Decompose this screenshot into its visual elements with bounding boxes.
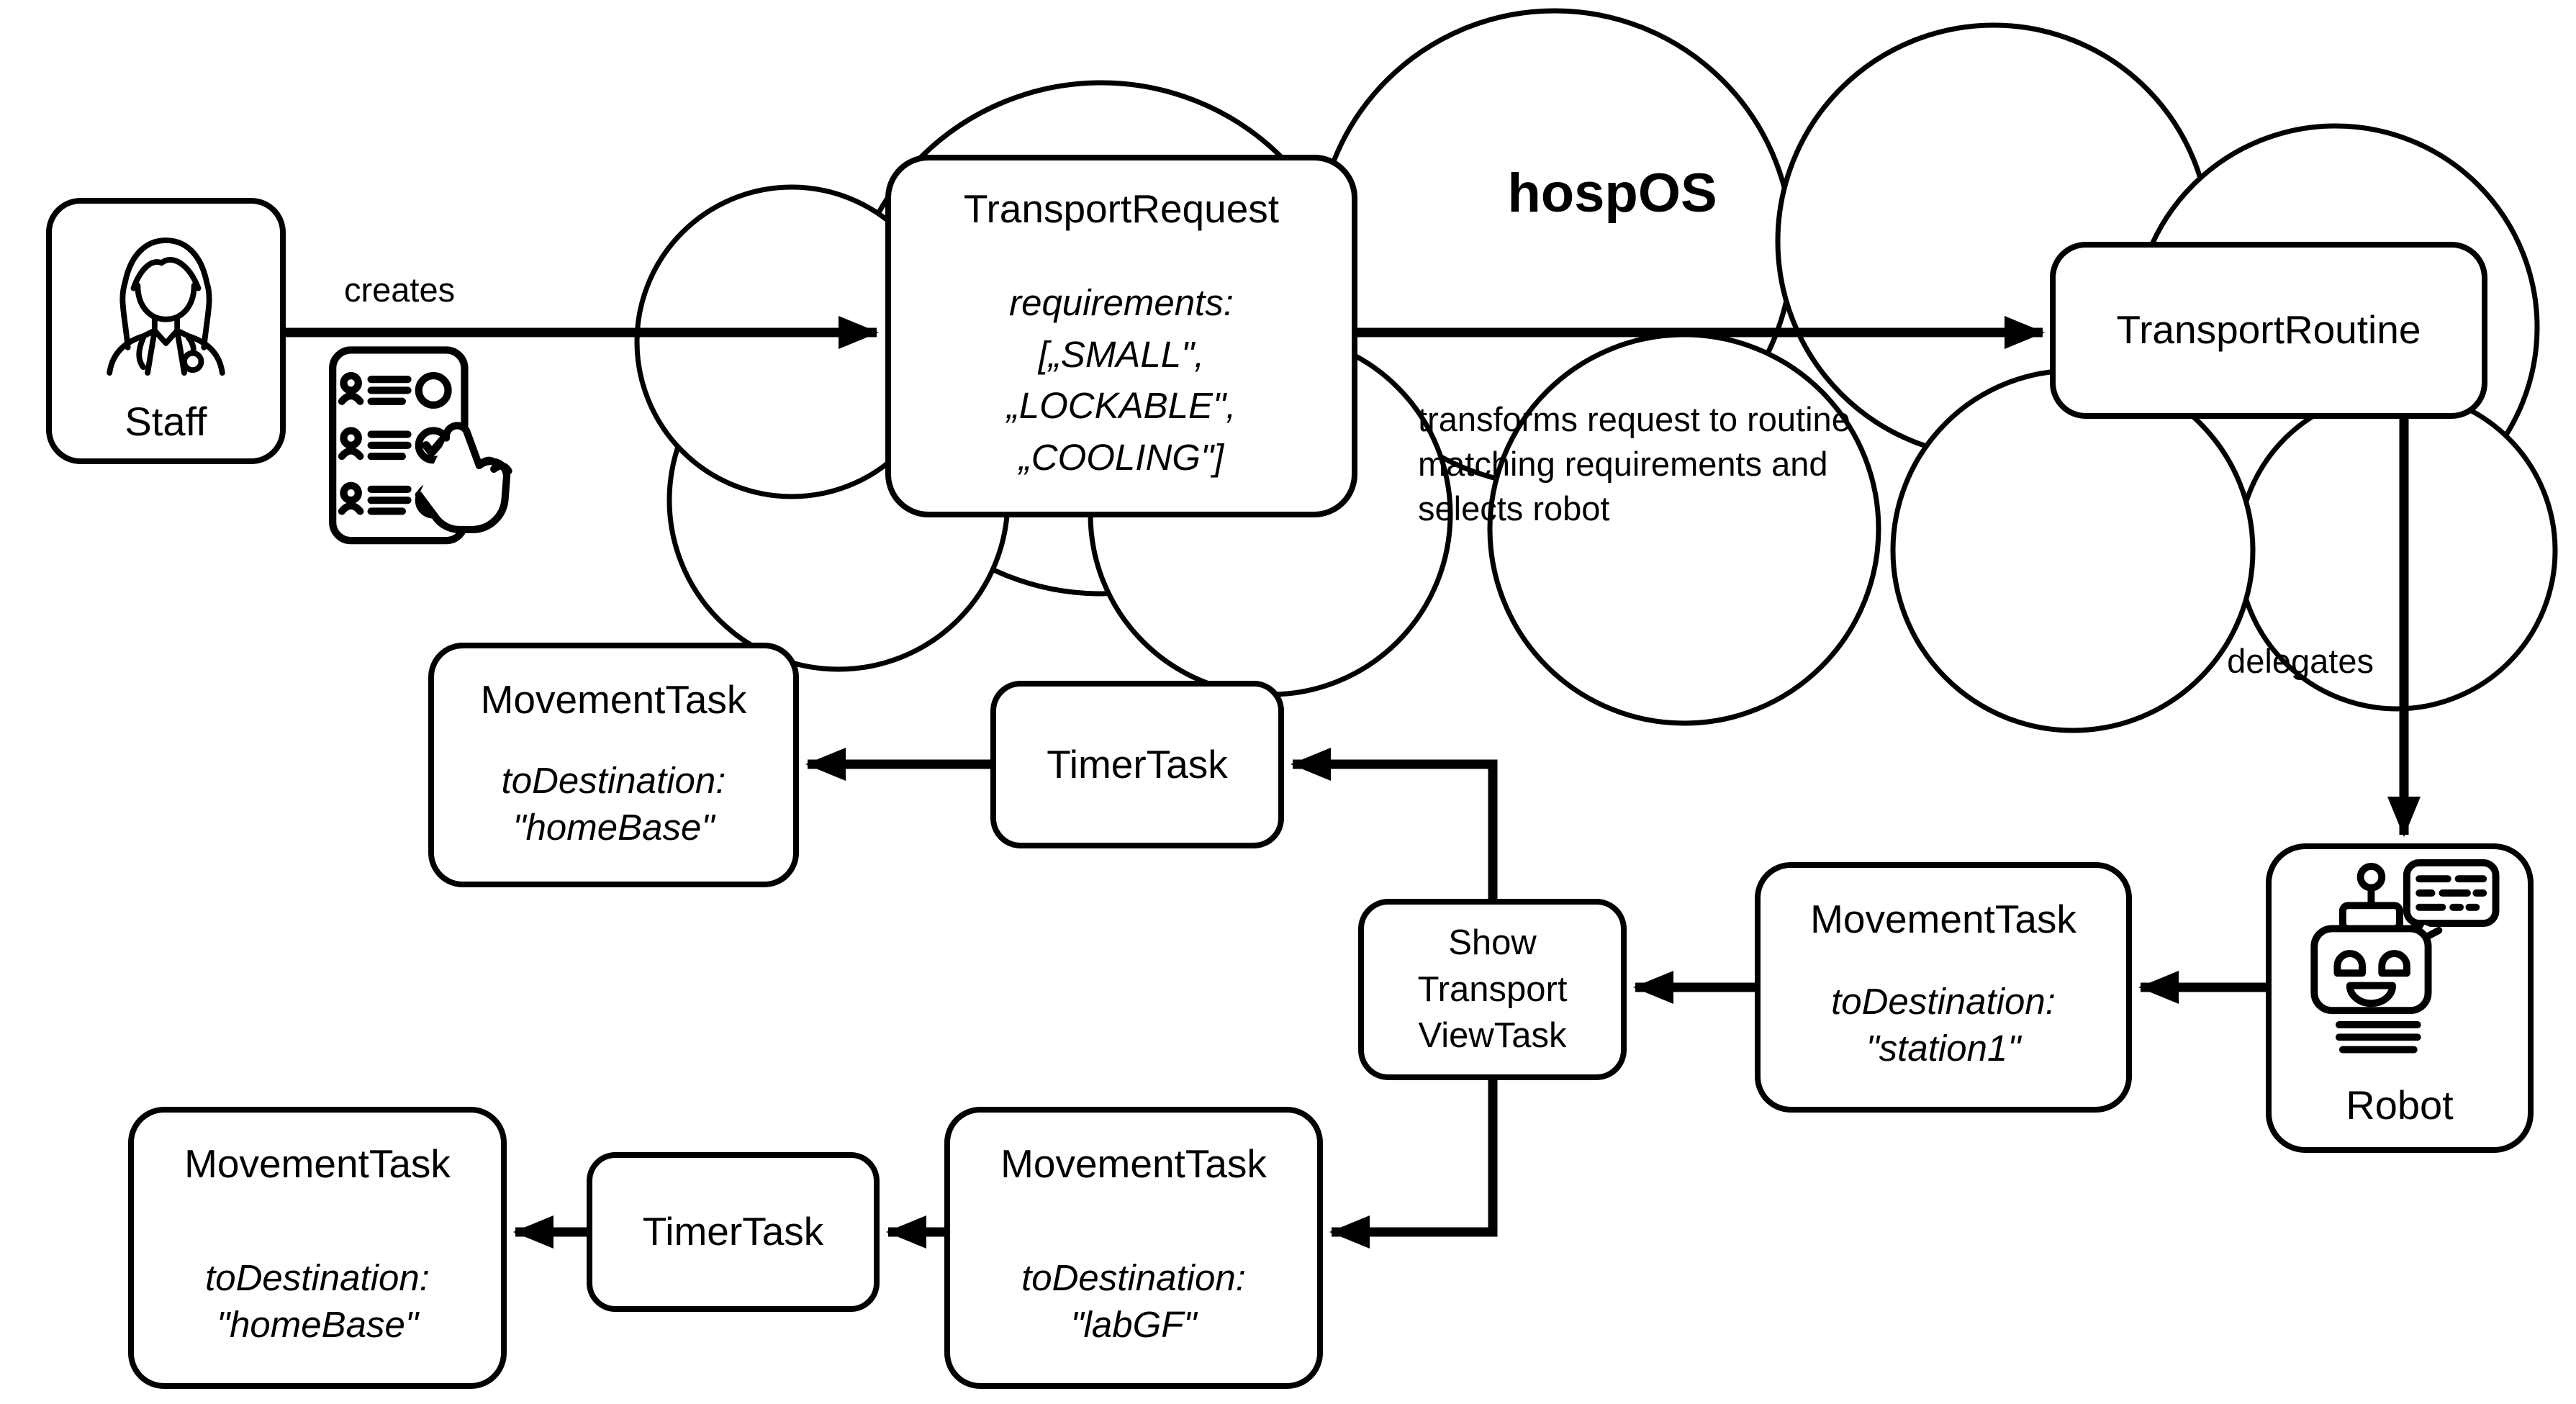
checklist-hand-icon xyxy=(329,346,512,545)
checklist-icon-wrap xyxy=(325,338,527,567)
timer-task-bottom-node: TimerTask xyxy=(587,1152,880,1312)
movement-task-title: MovementTask xyxy=(184,1141,451,1186)
movement-task-title: MovementTask xyxy=(1810,897,2076,941)
movement-task-attrs: toDestination: "homeBase" xyxy=(501,760,726,848)
movement-task-labgf-node: MovementTask toDestination: "labGF" xyxy=(944,1107,1323,1389)
show-transport-viewtask-title: Show Transport ViewTask xyxy=(1417,923,1568,1056)
transport-request-title: TransportRequest xyxy=(963,186,1280,231)
robot-chat-icon xyxy=(2310,859,2500,1054)
timer-task-top-node: TimerTask xyxy=(990,681,1284,848)
staff-node: Staff xyxy=(46,198,286,464)
movement-task-homebase-top-node: MovementTask toDestination: "homeBase" xyxy=(428,643,799,887)
transport-request-attrs: requirements: [„SMALL", „LOCKABLE", „COO… xyxy=(1006,282,1237,478)
edge-showview-to-timer-top xyxy=(1291,748,1498,899)
movement-task-title: MovementTask xyxy=(480,677,747,722)
female-doctor-icon xyxy=(107,237,225,376)
movement-task-homebase-bottom-node: MovementTask toDestination: "homeBase" xyxy=(128,1107,507,1389)
timer-task-title: TimerTask xyxy=(1047,741,1228,787)
transport-routine-title: TransportRoutine xyxy=(2116,307,2421,353)
movement-task-attrs: toDestination: "homeBase" xyxy=(205,1257,430,1346)
show-transport-viewtask-node: Show Transport ViewTask xyxy=(1358,899,1627,1080)
edge-showview-to-movement-labgf xyxy=(1329,1080,1498,1249)
staff-label: Staff xyxy=(125,399,207,444)
movement-task-attrs: toDestination: "labGF" xyxy=(1021,1257,1246,1346)
movement-task-attrs: toDestination: "station1" xyxy=(1831,981,2056,1069)
robot-node: Robot xyxy=(2266,843,2534,1153)
timer-task-title: TimerTask xyxy=(642,1209,824,1254)
movement-task-station1-node: MovementTask toDestination: "station1" xyxy=(1755,862,2132,1113)
transport-request-node: TransportRequest requirements: [„SMALL",… xyxy=(885,155,1357,517)
robot-label: Robot xyxy=(2346,1082,2454,1128)
movement-task-title: MovementTask xyxy=(1000,1141,1267,1186)
edge-label-delegates: delegates xyxy=(2227,642,2374,680)
transport-routine-node: TransportRoutine xyxy=(2050,242,2487,419)
edge-label-creates: creates xyxy=(344,271,456,309)
cloud-title: hospOS xyxy=(1507,163,1717,224)
edge-label-transform-note: transforms request to routine matching r… xyxy=(1418,400,1850,528)
